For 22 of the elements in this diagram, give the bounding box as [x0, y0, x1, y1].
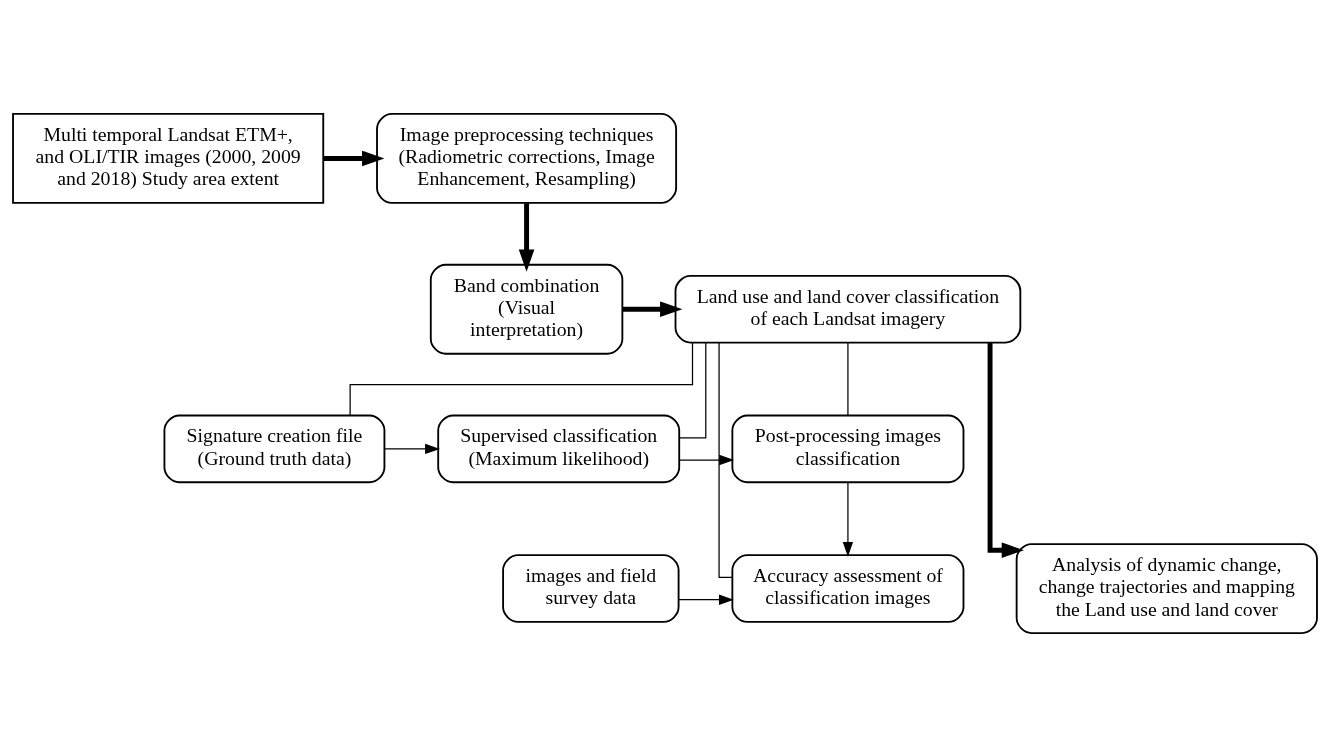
node-box: Supervised classification (Maximum likelihood)	[437, 414, 681, 484]
arrow	[518, 203, 535, 272]
arrow	[678, 454, 735, 466]
node-box: Analysis of dynamic change, change trajectories and mapping the Land use and land cover	[1015, 543, 1318, 634]
node-box: Band combination (Visual interpretation)	[429, 263, 624, 355]
connector	[847, 342, 849, 416]
arrow	[987, 342, 1024, 559]
node-box: images and field survey data	[502, 554, 680, 623]
connector	[678, 342, 707, 439]
connector	[349, 342, 694, 416]
arrow	[842, 481, 854, 557]
node-box: Multi temporal Landsat ETM+, and OLI/TIR images (2000, 2009 and 2018) Study area extent	[12, 113, 325, 204]
node-box: Signature creation file (Ground truth data)	[163, 414, 386, 484]
node-box: Post-processing images classification	[731, 414, 965, 484]
arrow	[384, 443, 440, 455]
arrow	[323, 150, 385, 167]
connector	[718, 342, 733, 579]
node-box: Land use and land cover classification of each Landsat imagery	[674, 274, 1022, 344]
node-box: Accuracy assessment of classification images	[731, 554, 965, 623]
node-box: Image preprocessing techniques (Radiometric corrections, Image Enhancement, Resampling)	[376, 113, 678, 204]
arrow	[622, 301, 683, 318]
arrow	[678, 594, 734, 605]
